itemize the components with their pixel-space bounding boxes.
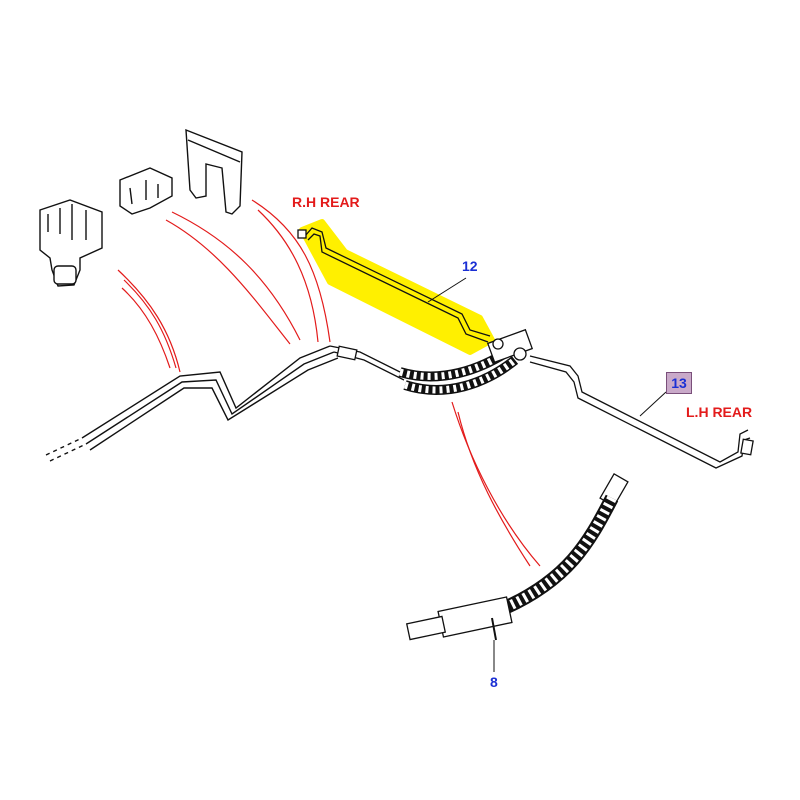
part-8-hose <box>405 472 629 641</box>
pipe-clip-1 <box>39 199 103 287</box>
callout-13: 13 <box>666 372 692 394</box>
part-12-pipe <box>297 227 491 343</box>
rh-rear-label: R.H REAR <box>292 194 360 210</box>
part-13-pipe <box>529 355 754 469</box>
part-12-highlight <box>299 219 495 355</box>
pipe-clip-3 <box>185 128 243 215</box>
red-leader-lines <box>117 199 541 567</box>
callout-12: 12 <box>462 258 478 274</box>
middle-hose-assembly <box>329 328 534 395</box>
main-pipe-bundle <box>45 345 339 462</box>
callout-8: 8 <box>490 674 498 690</box>
lh-rear-label: L.H REAR <box>686 404 753 420</box>
callout-leaders <box>427 277 667 672</box>
pipe-clip-2 <box>119 167 173 215</box>
